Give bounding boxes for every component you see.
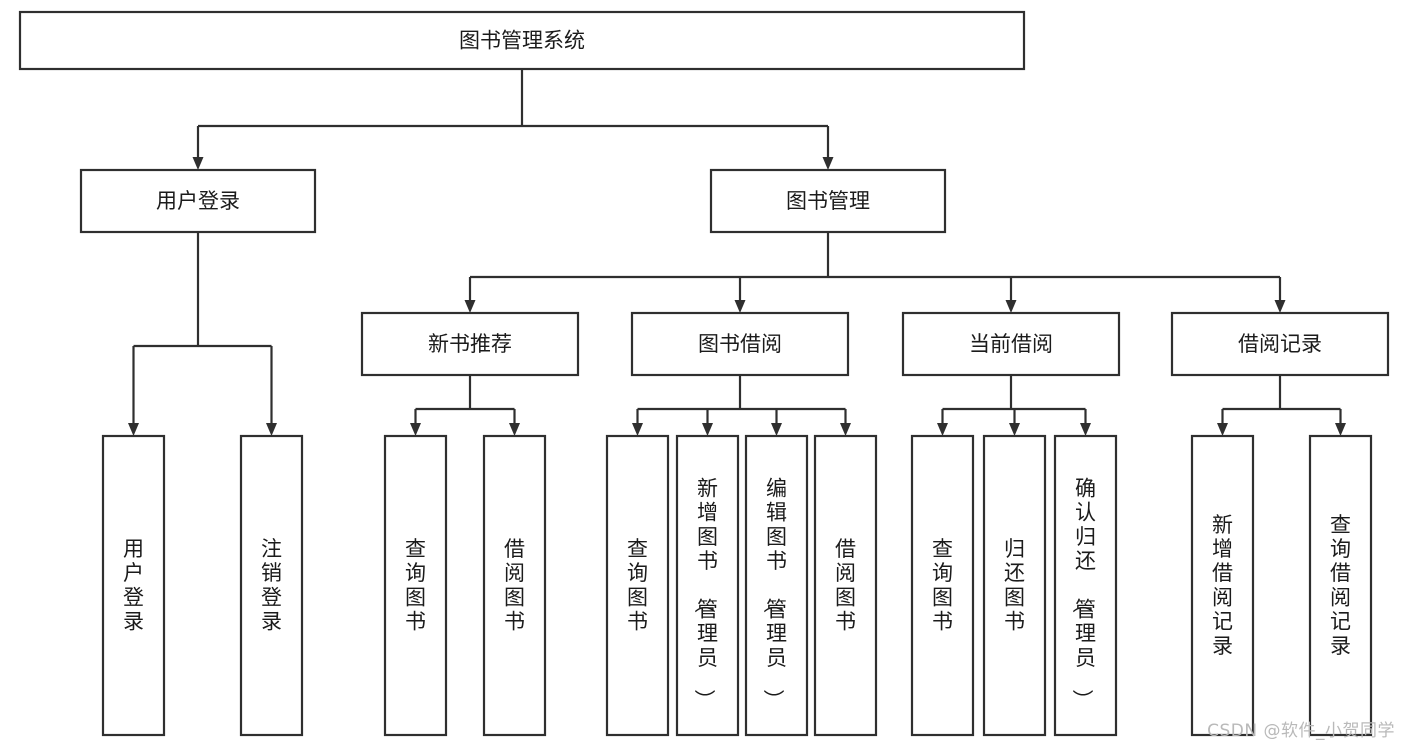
- node-leaf-query-book-2[interactable]: 查询图书: [605, 434, 670, 737]
- node-label: 用户登录: [123, 537, 144, 634]
- node-label: 查询图书: [932, 537, 953, 634]
- node-label: 借阅图书: [504, 537, 525, 634]
- node-label: 新增图书（管理员）: [692, 476, 718, 710]
- node-current-borrow[interactable]: 当前借阅: [901, 311, 1121, 377]
- node-leaf-confirm-return[interactable]: 确认归还（管理员）: [1053, 434, 1118, 737]
- node-leaf-add-book[interactable]: 新增图书（管理员）: [675, 434, 740, 737]
- node-leaf-user-login[interactable]: 用户登录: [101, 434, 166, 737]
- node-label: 确认归还（管理员）: [1070, 476, 1096, 710]
- node-leaf-borrow-book-2[interactable]: 借阅图书: [813, 434, 878, 737]
- node-book-borrow[interactable]: 图书借阅: [630, 311, 850, 377]
- node-leaf-return-book[interactable]: 归还图书: [982, 434, 1047, 737]
- node-label: 查询图书: [627, 537, 648, 634]
- connector-group-book-borrow: [632, 375, 851, 436]
- node-label: 用户登录: [156, 189, 240, 213]
- node-book-manage[interactable]: 图书管理: [709, 168, 947, 234]
- node-layer: 图书管理系统用户登录图书管理新书推荐图书借阅当前借阅借阅记录用户登录注销登录查询…: [18, 10, 1390, 737]
- node-new-book-rec[interactable]: 新书推荐: [360, 311, 580, 377]
- node-label: 当前借阅: [969, 332, 1053, 356]
- connector-layer: [128, 69, 1346, 436]
- watermark-text: CSDN @软件_小贺同学: [1207, 721, 1395, 741]
- node-leaf-query-book-1[interactable]: 查询图书: [383, 434, 448, 737]
- node-label: 新书推荐: [428, 332, 512, 356]
- node-leaf-query-book-3[interactable]: 查询图书: [910, 434, 975, 737]
- node-leaf-borrow-book-1[interactable]: 借阅图书: [482, 434, 547, 737]
- connector-group-current-borrow: [937, 375, 1091, 436]
- node-user-login[interactable]: 用户登录: [79, 168, 317, 234]
- connector-group-new-book-rec: [410, 375, 520, 436]
- node-label: 查询图书: [405, 537, 426, 634]
- node-label: 图书管理: [786, 189, 870, 213]
- connector-group-root: [192, 69, 834, 170]
- node-leaf-edit-book[interactable]: 编辑图书（管理员）: [744, 434, 809, 737]
- node-borrow-record[interactable]: 借阅记录: [1170, 311, 1390, 377]
- node-label: 归还图书: [1004, 537, 1025, 634]
- node-leaf-query-record[interactable]: 查询借阅记录: [1308, 434, 1373, 737]
- connector-group-user-login: [128, 232, 277, 436]
- connector-group-borrow-record: [1217, 375, 1346, 436]
- node-leaf-logout[interactable]: 注销登录: [239, 434, 304, 737]
- node-label: 借阅图书: [835, 537, 856, 634]
- node-label: 查询借阅记录: [1330, 513, 1351, 658]
- node-label: 借阅记录: [1238, 332, 1322, 356]
- node-root[interactable]: 图书管理系统: [18, 10, 1026, 71]
- node-label: 图书管理系统: [459, 29, 585, 53]
- connector-group-book-manage: [464, 232, 1286, 313]
- node-label: 图书借阅: [698, 332, 782, 356]
- node-label: 注销登录: [261, 537, 282, 634]
- node-label: 新增借阅记录: [1212, 513, 1233, 658]
- node-label: 编辑图书（管理员）: [761, 476, 787, 710]
- node-leaf-add-record[interactable]: 新增借阅记录: [1190, 434, 1255, 737]
